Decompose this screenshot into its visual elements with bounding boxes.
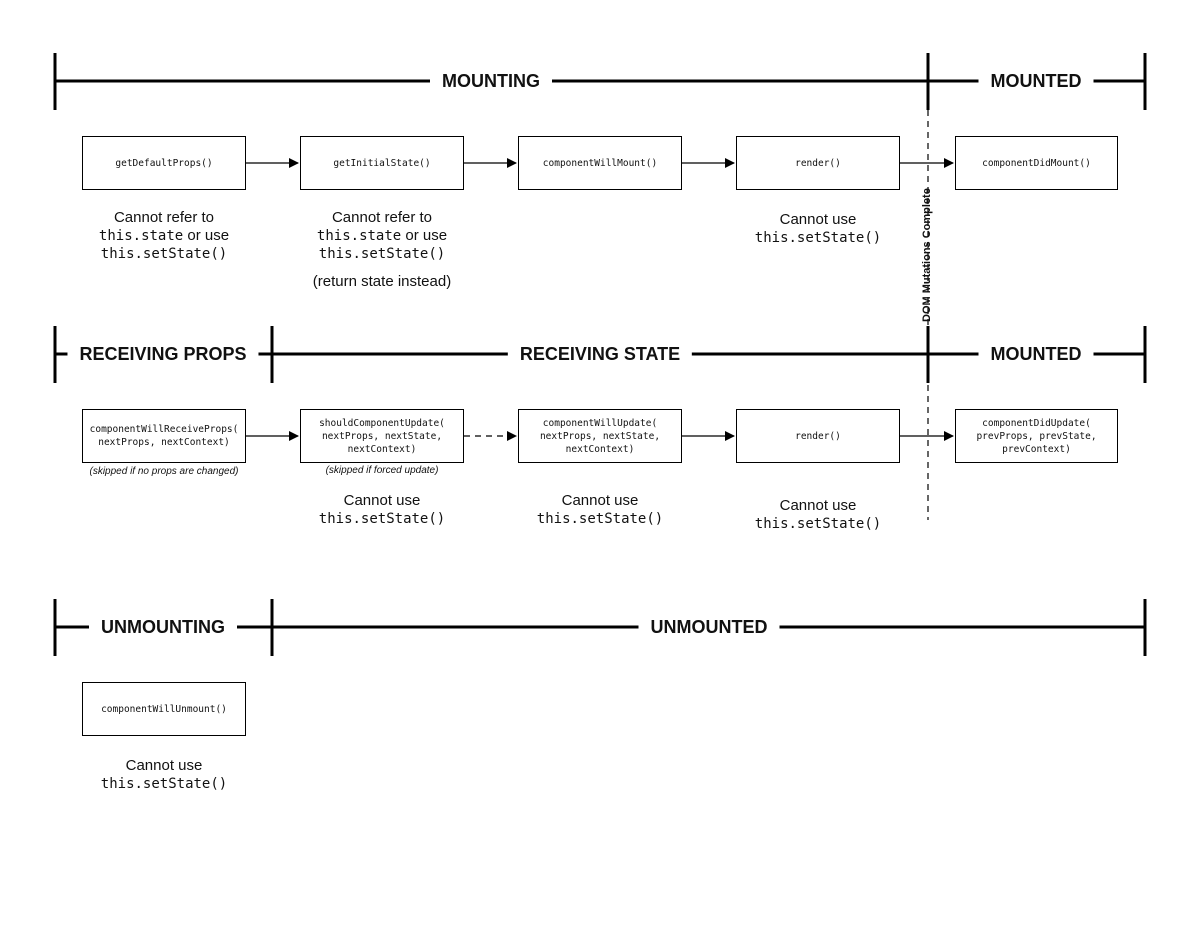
note-will-update: Cannot use this.setState() <box>537 492 663 528</box>
box-label: componentWillUpdate( nextProps, nextStat… <box>539 417 661 455</box>
note-line: (return state instead) <box>312 273 452 290</box>
box-label: getInitialState() <box>333 157 431 169</box>
note-line: this.state or use <box>313 227 451 245</box>
box-component-will-mount: componentWillMount() <box>518 136 682 190</box>
note-line: Cannot use <box>343 492 421 509</box>
box-label: componentWillUnmount() <box>101 703 227 715</box>
box-component-will-receive-props: componentWillReceiveProps( nextProps, ne… <box>82 409 246 463</box>
note-code: this.setState() <box>754 230 882 246</box>
box-should-component-update: shouldComponentUpdate( nextProps, nextSt… <box>300 409 464 463</box>
note-gap <box>313 263 451 273</box>
box-component-did-update: componentDidUpdate( prevProps, prevState… <box>955 409 1118 463</box>
box-get-default-props: getDefaultProps() <box>82 136 246 190</box>
box-label: componentDidUpdate( prevProps, prevState… <box>976 417 1097 455</box>
box-get-initial-state: getInitialState() <box>300 136 464 190</box>
note-should-update: Cannot use this.setState() <box>319 492 445 528</box>
phase-mounted-top: MOUNTED <box>978 70 1094 92</box>
note-render-mount: Cannot use this.setState() <box>755 211 881 247</box>
note-code: this.setState() <box>754 516 882 532</box>
box-label: render() <box>795 157 841 169</box>
phase-receiving-state: RECEIVING STATE <box>507 343 693 365</box>
box-label: render() <box>795 430 841 442</box>
box-component-did-mount: componentDidMount() <box>955 136 1118 190</box>
note-line: Cannot use <box>779 497 857 514</box>
phase-receiving-props: RECEIVING PROPS <box>67 343 259 365</box>
note-line: Cannot refer to <box>331 209 433 226</box>
timeline-row-1 <box>53 53 1147 110</box>
note-get-initial-state: Cannot refer to this.state or use this.s… <box>313 209 451 291</box>
dom-mutations-label: DOM Mutations Complete <box>921 188 933 322</box>
note-get-default-props: Cannot refer to this.state or use this.s… <box>99 209 229 263</box>
note-render-update: Cannot use this.setState() <box>755 497 881 533</box>
note-code: this.setState() <box>100 246 228 262</box>
phase-unmounted: UNMOUNTED <box>638 616 780 638</box>
box-label: componentWillMount() <box>542 157 658 169</box>
phase-unmounting: UNMOUNTING <box>89 616 237 638</box>
note-will-unmount: Cannot use this.setState() <box>101 757 227 793</box>
note-code: this.state <box>316 228 402 244</box>
box-component-will-unmount: componentWillUnmount() <box>82 682 246 736</box>
note-line: Cannot use <box>561 492 639 509</box>
note-line: Cannot refer to <box>113 209 215 226</box>
box-label: shouldComponentUpdate( nextProps, nextSt… <box>319 417 445 455</box>
note-code: this.state <box>98 228 184 244</box>
note-code: this.setState() <box>318 511 446 527</box>
note-text: or use <box>183 227 230 244</box>
note-line: this.state or use <box>99 227 229 245</box>
note-line: Cannot use <box>125 757 203 774</box>
note-text: or use <box>401 227 448 244</box>
box-component-will-update: componentWillUpdate( nextProps, nextStat… <box>518 409 682 463</box>
note-code: this.setState() <box>536 511 664 527</box>
note-code: this.setState() <box>318 246 446 262</box>
note-line: Cannot use <box>779 211 857 228</box>
note-code: this.setState() <box>100 776 228 792</box>
box-render-update: render() <box>736 409 900 463</box>
phase-mounted-mid: MOUNTED <box>978 343 1094 365</box>
small-note-should-update: (skipped if forced update) <box>325 465 439 476</box>
box-label: componentDidMount() <box>982 157 1091 169</box>
small-note-will-receive-props: (skipped if no props are changed) <box>89 466 239 477</box>
box-label: componentWillReceiveProps( nextProps, ne… <box>89 424 239 448</box>
phase-mounting: MOUNTING <box>430 70 552 92</box>
box-label: getDefaultProps() <box>115 157 213 169</box>
box-render-mount: render() <box>736 136 900 190</box>
